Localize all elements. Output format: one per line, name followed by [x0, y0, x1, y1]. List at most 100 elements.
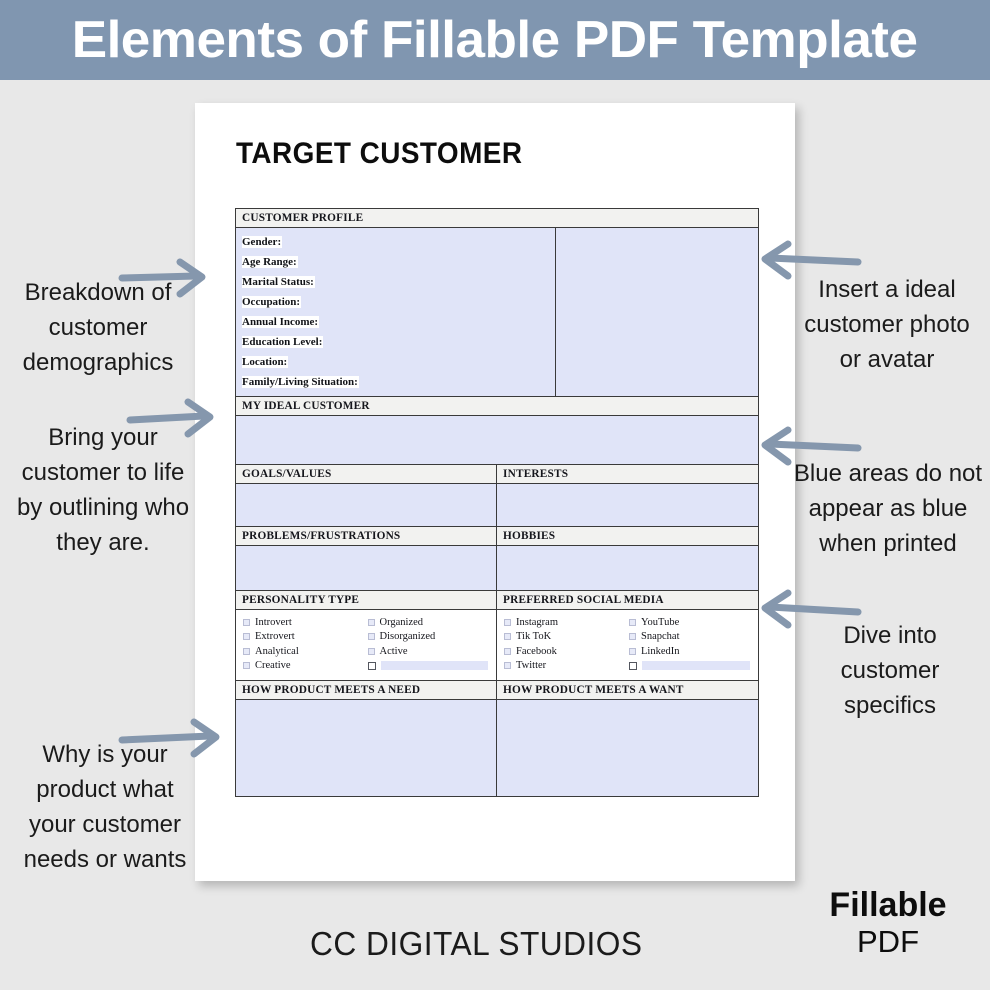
how-product-meets-a-need-field[interactable]	[236, 700, 497, 796]
document-title: TARGET CUSTOMER	[236, 137, 523, 170]
checkbox-icon[interactable]	[367, 661, 376, 670]
checkbox-icon[interactable]	[504, 633, 511, 641]
profile-field-row[interactable]: Age Range:	[236, 252, 555, 272]
checkbox-label: LinkedIn	[641, 645, 680, 657]
checkbox-item[interactable]: Twitter	[504, 659, 629, 674]
checkbox-label: Disorganized	[379, 631, 436, 643]
headers-personality-social: PERSONALITY TYPE PREFERRED SOCIAL MEDIA	[236, 591, 758, 610]
profile-field-label: Age Range:	[242, 256, 298, 268]
checkbox-icon[interactable]	[367, 618, 375, 626]
section-header-how-product-meets-a-need: HOW PRODUCT MEETS A NEED	[236, 681, 497, 700]
profile-field-row[interactable]: Family/Living Situation:	[236, 372, 555, 392]
checkbox-icon[interactable]	[629, 661, 637, 670]
headers-goals-interests: GOALS/VALUES INTERESTS	[236, 465, 758, 484]
headers-need-want: HOW PRODUCT MEETS A NEED HOW PRODUCT MEE…	[236, 681, 758, 700]
section-header-problems-frustrations: PROBLEMS/FRUSTRATIONS	[236, 527, 497, 546]
pdf-page-preview: TARGET CUSTOMER CUSTOMER PROFILE Gender:…	[195, 103, 795, 881]
checkbox-icon[interactable]	[504, 662, 511, 670]
checkbox-label: Facebook	[516, 645, 557, 657]
arrow-to-demographics-icon	[118, 258, 206, 298]
section-header-interests: INTERESTS	[497, 465, 758, 484]
checkbox-item[interactable]: Creative	[243, 659, 368, 674]
checkbox-item[interactable]: Extrovert	[243, 630, 368, 645]
checkbox-item[interactable]: Instagram	[504, 615, 629, 630]
profile-field-row[interactable]: Occupation:	[236, 292, 555, 312]
banner-title: Elements of Fillable PDF Template	[72, 11, 918, 69]
profile-field-row[interactable]: Education Level:	[236, 332, 555, 352]
checkbox-item[interactable]: Active	[367, 644, 493, 659]
arrow-to-personality-section-icon	[761, 589, 862, 629]
checkbox-icon[interactable]	[629, 647, 636, 655]
preferred-social-media-checkboxes: Instagram Tik ToK Facebook Twitter YouTu…	[497, 610, 758, 680]
bodies-goals-interests	[236, 484, 758, 527]
badge-line-1: Fillable	[829, 886, 947, 924]
page-banner: Elements of Fillable PDF Template	[0, 0, 990, 80]
checkbox-label: Twitter	[516, 660, 547, 672]
checkbox-item[interactable]: LinkedIn	[629, 644, 754, 659]
annotation-bring-to-life: Bring your customer to life by outlining…	[16, 424, 190, 556]
brand-name: CC DIGITAL STUDIOS	[310, 925, 643, 962]
checkbox-item[interactable]: Disorganized	[367, 630, 493, 645]
profile-field-label: Education Level:	[242, 336, 324, 348]
checkbox-item[interactable]: Facebook	[504, 644, 629, 659]
section-header-how-product-meets-a-want: HOW PRODUCT MEETS A WANT	[497, 681, 758, 700]
profile-field-row[interactable]: Gender:	[236, 232, 555, 252]
arrow-to-ideal-customer-icon	[126, 398, 214, 438]
checkbox-icon[interactable]	[243, 633, 250, 641]
profile-field-label: Marital Status:	[242, 276, 315, 288]
annotation-dive-specifics: Dive into customer specifics	[840, 622, 940, 719]
badge-line-2: PDF	[857, 924, 919, 959]
personality-column-left: Introvert Extrovert Analytical Creative	[243, 615, 368, 673]
section-header-goals-values: GOALS/VALUES	[236, 465, 497, 484]
checkbox-icon[interactable]	[504, 618, 511, 626]
checkbox-icon[interactable]	[243, 662, 250, 670]
my-ideal-customer-field[interactable]	[236, 416, 758, 465]
write-in-field[interactable]	[642, 661, 750, 671]
checkbox-item-write-in[interactable]	[367, 659, 493, 674]
checkbox-label: Active	[379, 645, 408, 657]
hobbies-field[interactable]	[497, 546, 758, 590]
checkbox-item[interactable]: Tik ToK	[504, 630, 629, 645]
checkbox-icon[interactable]	[367, 647, 375, 655]
bodies-personality-social: Introvert Extrovert Analytical Creative …	[236, 610, 758, 681]
checkbox-icon[interactable]	[504, 647, 511, 655]
section-header-personality-type: PERSONALITY TYPE	[236, 591, 497, 610]
checkbox-label: YouTube	[641, 616, 680, 628]
bodies-need-want	[236, 700, 758, 796]
checkbox-item[interactable]: Introvert	[243, 615, 368, 630]
social-column-left: Instagram Tik ToK Facebook Twitter	[504, 615, 629, 673]
checkbox-item-write-in[interactable]	[629, 659, 754, 674]
checkbox-label: Creative	[255, 660, 291, 672]
customer-profile-body: Gender: Age Range: Marital Status: Occup…	[236, 228, 758, 397]
profile-field-row[interactable]: Location:	[236, 352, 555, 372]
checkbox-label: Tik ToK	[516, 631, 552, 643]
checkbox-label: Analytical	[255, 645, 299, 657]
checkbox-item[interactable]: Snapchat	[629, 630, 754, 645]
arrow-to-photo-field-icon	[761, 240, 862, 280]
profile-field-label: Location:	[242, 356, 289, 368]
checkbox-label: Instagram	[516, 616, 558, 628]
how-product-meets-a-want-field[interactable]	[497, 700, 758, 796]
profile-field-row[interactable]: Annual Income:	[236, 312, 555, 332]
goals-values-field[interactable]	[236, 484, 497, 526]
checkbox-label: Organized	[379, 616, 424, 628]
profile-field-label: Family/Living Situation:	[242, 376, 359, 388]
checkbox-item[interactable]: Analytical	[243, 644, 368, 659]
section-header-preferred-social-media: PREFERRED SOCIAL MEDIA	[497, 591, 758, 610]
checkbox-icon[interactable]	[629, 633, 636, 641]
interests-field[interactable]	[497, 484, 758, 526]
checkbox-icon[interactable]	[629, 618, 636, 626]
checkbox-icon[interactable]	[243, 647, 250, 655]
checkbox-item[interactable]: Organized	[367, 615, 493, 630]
write-in-field[interactable]	[380, 661, 488, 671]
profile-field-label: Gender:	[242, 236, 283, 248]
ideal-customer-photo-field[interactable]	[556, 228, 758, 396]
checkbox-item[interactable]: YouTube	[629, 615, 754, 630]
problems-frustrations-field[interactable]	[236, 546, 497, 590]
checkbox-icon[interactable]	[243, 618, 250, 626]
checkbox-icon[interactable]	[367, 633, 375, 641]
personality-type-checkboxes: Introvert Extrovert Analytical Creative …	[236, 610, 497, 680]
bodies-problems-hobbies	[236, 546, 758, 591]
profile-field-row[interactable]: Marital Status:	[236, 272, 555, 292]
